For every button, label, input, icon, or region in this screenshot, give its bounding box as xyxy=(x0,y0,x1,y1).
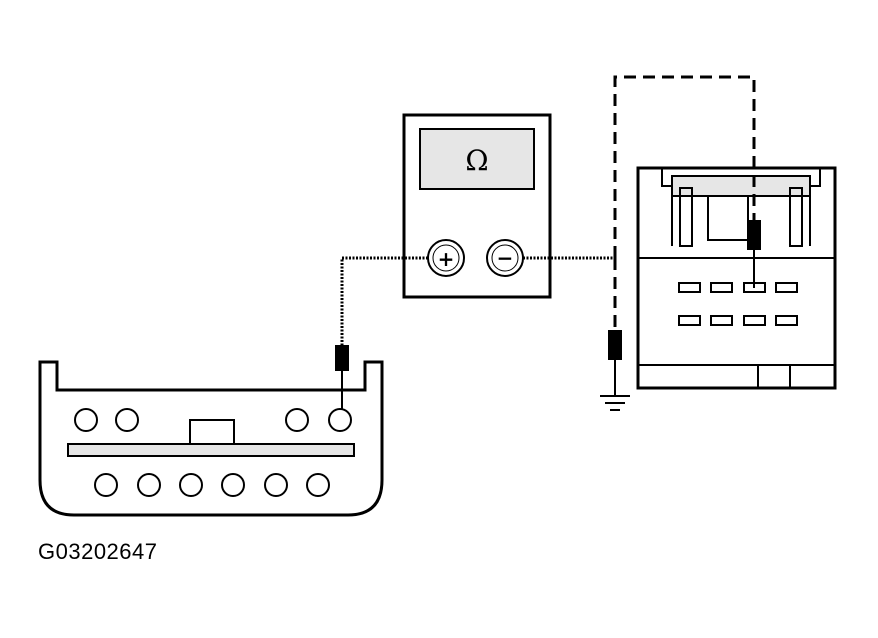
ohm-symbol: Ω xyxy=(465,144,488,177)
left-connector-rib xyxy=(67,443,355,457)
right-connector-lower-terminals xyxy=(678,315,798,326)
positive-probe xyxy=(335,345,349,410)
positive-terminal: + xyxy=(427,239,465,277)
ground-probe xyxy=(608,330,622,396)
ohmmeter-display xyxy=(419,128,535,190)
left-connector-lower-pins xyxy=(94,473,330,497)
jumper-wire xyxy=(613,75,756,258)
plus-symbol: + xyxy=(438,247,455,271)
positive-test-lead xyxy=(340,256,428,345)
ohmmeter: Ω + − xyxy=(402,113,552,299)
jumper-probe xyxy=(747,220,761,288)
left-connector-upper-pins xyxy=(74,408,352,432)
ground-symbol-icon xyxy=(600,395,630,411)
minus-symbol: − xyxy=(497,246,514,270)
figure-id-label: G03202647 xyxy=(38,539,158,564)
left-connector-latch xyxy=(189,419,235,445)
left-connector xyxy=(38,360,384,517)
negative-terminal: − xyxy=(486,239,524,277)
right-connector xyxy=(636,166,837,390)
